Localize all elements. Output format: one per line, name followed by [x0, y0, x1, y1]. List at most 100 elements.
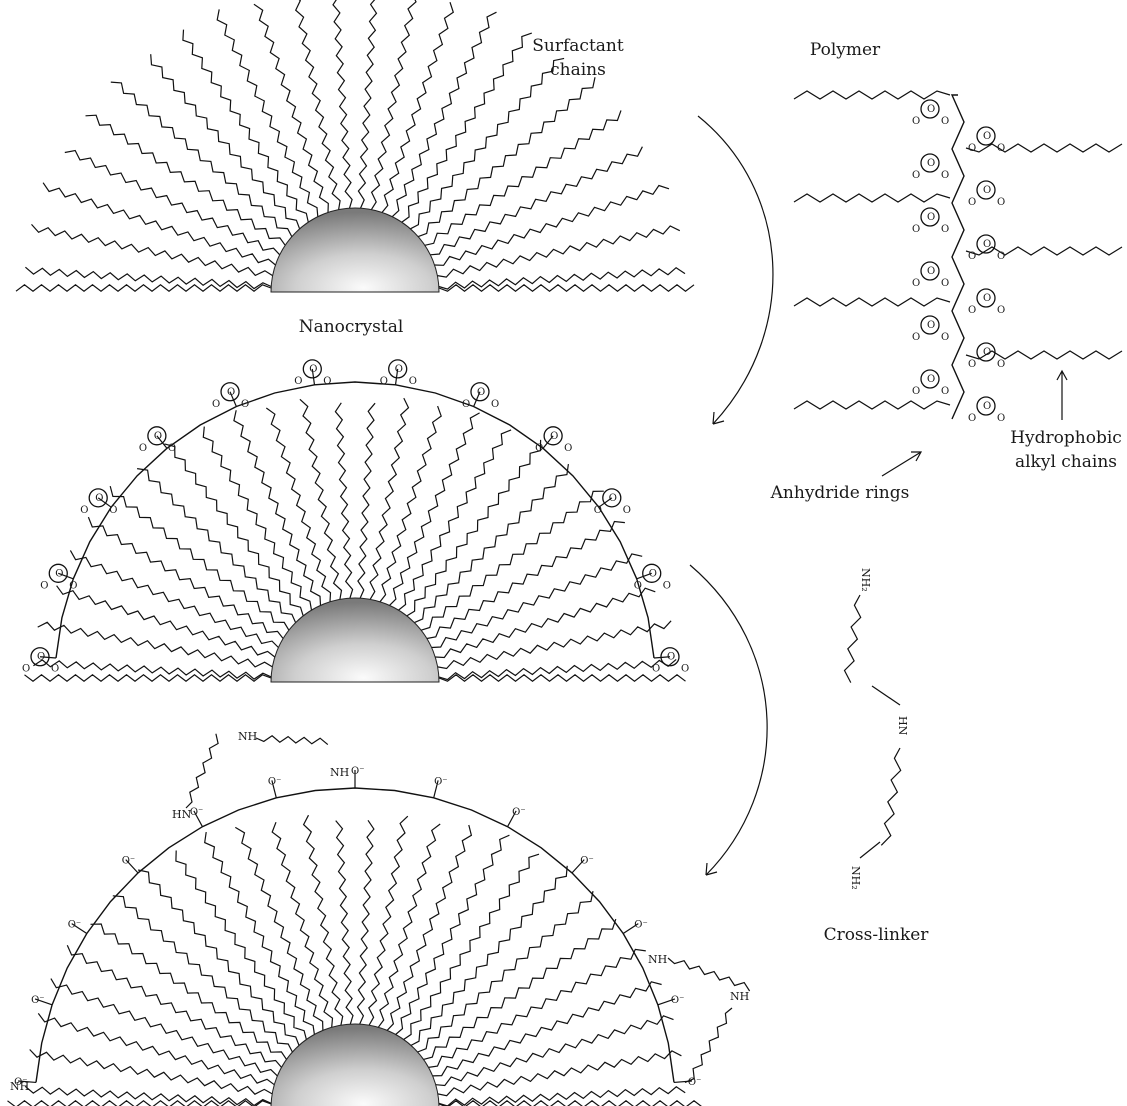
oxygen-atom: O	[968, 197, 976, 208]
alkyl-chain	[438, 1100, 702, 1106]
bond	[18, 1080, 37, 1084]
oxygen-atom: O	[968, 413, 976, 424]
anhydride-ring	[470, 382, 490, 402]
alkyl-chain	[202, 426, 313, 611]
oxygen-atom: O	[95, 493, 103, 504]
alkyl-chain	[332, 0, 353, 209]
alkyl-chain	[417, 77, 596, 238]
hydrophobic-alkyl-chain	[793, 400, 951, 410]
carboxylate-group: O⁻	[14, 1077, 27, 1088]
surfactant-and-polymer-chains	[24, 397, 686, 682]
oxygen-atom: O	[968, 359, 976, 370]
anhydride-ring	[48, 563, 68, 583]
alkyl-chain	[410, 57, 565, 230]
alkyl-chain	[294, 0, 341, 210]
alkyl-chain	[204, 832, 315, 1035]
alkyl-chain	[24, 674, 272, 682]
bond	[636, 572, 652, 580]
alkyl-chain	[357, 0, 378, 209]
alkyl-chain	[137, 468, 297, 623]
bond	[657, 998, 676, 1006]
alkyl-chain	[271, 821, 334, 1028]
alkyl-chain	[110, 81, 293, 237]
surfactant-and-polymer-chains	[7, 814, 702, 1106]
label-chains: chains	[550, 60, 606, 80]
alkyl-chain	[414, 464, 569, 624]
oxygen-atom: O	[968, 251, 976, 262]
oxygen-atom: O	[309, 364, 317, 375]
oxygen-atom: O	[535, 443, 543, 454]
oxygen-atom: O	[968, 305, 976, 316]
anhydride-ring	[302, 359, 322, 379]
anhydride-ring	[920, 369, 940, 389]
bond	[871, 685, 901, 706]
alkyl-chain	[37, 1013, 275, 1086]
oxygen-atom: O	[927, 212, 935, 223]
anhydride-ring	[976, 396, 996, 416]
crosslinker-chain	[667, 957, 751, 992]
alkyl-chain	[90, 923, 287, 1060]
carboxylate-group: O⁻	[512, 807, 525, 818]
alkyl-chain	[50, 978, 278, 1077]
alkyl-chain	[31, 223, 273, 277]
oxygen-atom: O	[154, 431, 162, 442]
oxygen-atom: O	[652, 664, 660, 675]
anhydride-ring	[388, 359, 408, 379]
bond	[193, 810, 203, 827]
oxygen-atom: O	[983, 401, 991, 412]
carboxylate-group: O⁻	[122, 856, 135, 867]
oxygen-atom: O	[912, 116, 920, 127]
alkyl-chain	[7, 1100, 272, 1106]
carboxylate-group: O⁻	[68, 920, 81, 931]
oxygen-atom: O	[941, 386, 949, 397]
oxygen-atom: O	[927, 320, 935, 331]
label-cross-linker: Cross-linker	[824, 925, 930, 945]
oxygen-atom: O	[37, 652, 45, 663]
oxygen-atom: O	[294, 376, 302, 387]
alkyl-chain	[434, 184, 670, 266]
oxygen-atom: O	[634, 580, 642, 591]
bond	[394, 368, 399, 385]
anhydride-pointer-arrow	[881, 451, 923, 477]
oxygen-atom: O	[997, 197, 1005, 208]
bond	[58, 572, 74, 580]
alkyl-chain	[391, 11, 497, 218]
oxygen-atom: O	[912, 170, 920, 181]
oxygen-atom: O	[997, 251, 1005, 262]
oxygen-atom: O	[380, 376, 388, 387]
oxygen-atom: O	[51, 664, 59, 675]
anhydride-ring	[920, 207, 940, 227]
alkyl-chain	[401, 32, 532, 223]
oxygen-atom: O	[983, 347, 991, 358]
bond	[473, 391, 481, 407]
anhydride-ring	[543, 426, 563, 446]
anhydride-ring	[660, 647, 680, 667]
amide-group: NH	[648, 953, 667, 966]
oxygen-atom: O	[927, 266, 935, 277]
oxygen-atom: O	[997, 359, 1005, 370]
label-alkyl-chains: alkyl chains	[1015, 452, 1117, 472]
oxygen-atom: O	[22, 664, 30, 675]
bond	[156, 435, 168, 449]
crosslinker-chain	[843, 594, 862, 683]
oxygen-atom: O	[912, 278, 920, 289]
label-polymer: Polymer	[810, 40, 881, 60]
oxygen-atom: O	[40, 580, 48, 591]
oxygen-atom: O	[927, 104, 935, 115]
carboxylate-group: O⁻	[190, 807, 203, 818]
oxygen-atom: O	[80, 505, 88, 516]
alkyl-chain	[69, 550, 279, 648]
polymer-backbone	[950, 94, 965, 420]
alkyl-chain	[299, 398, 343, 600]
alkyl-chain	[438, 284, 695, 292]
oxygen-atom: O	[594, 505, 602, 516]
alkyl-chain	[42, 182, 276, 266]
oxygen-atom: O	[609, 493, 617, 504]
alkyl-chain	[335, 820, 354, 1025]
carboxylate-group: O⁻	[31, 995, 44, 1006]
